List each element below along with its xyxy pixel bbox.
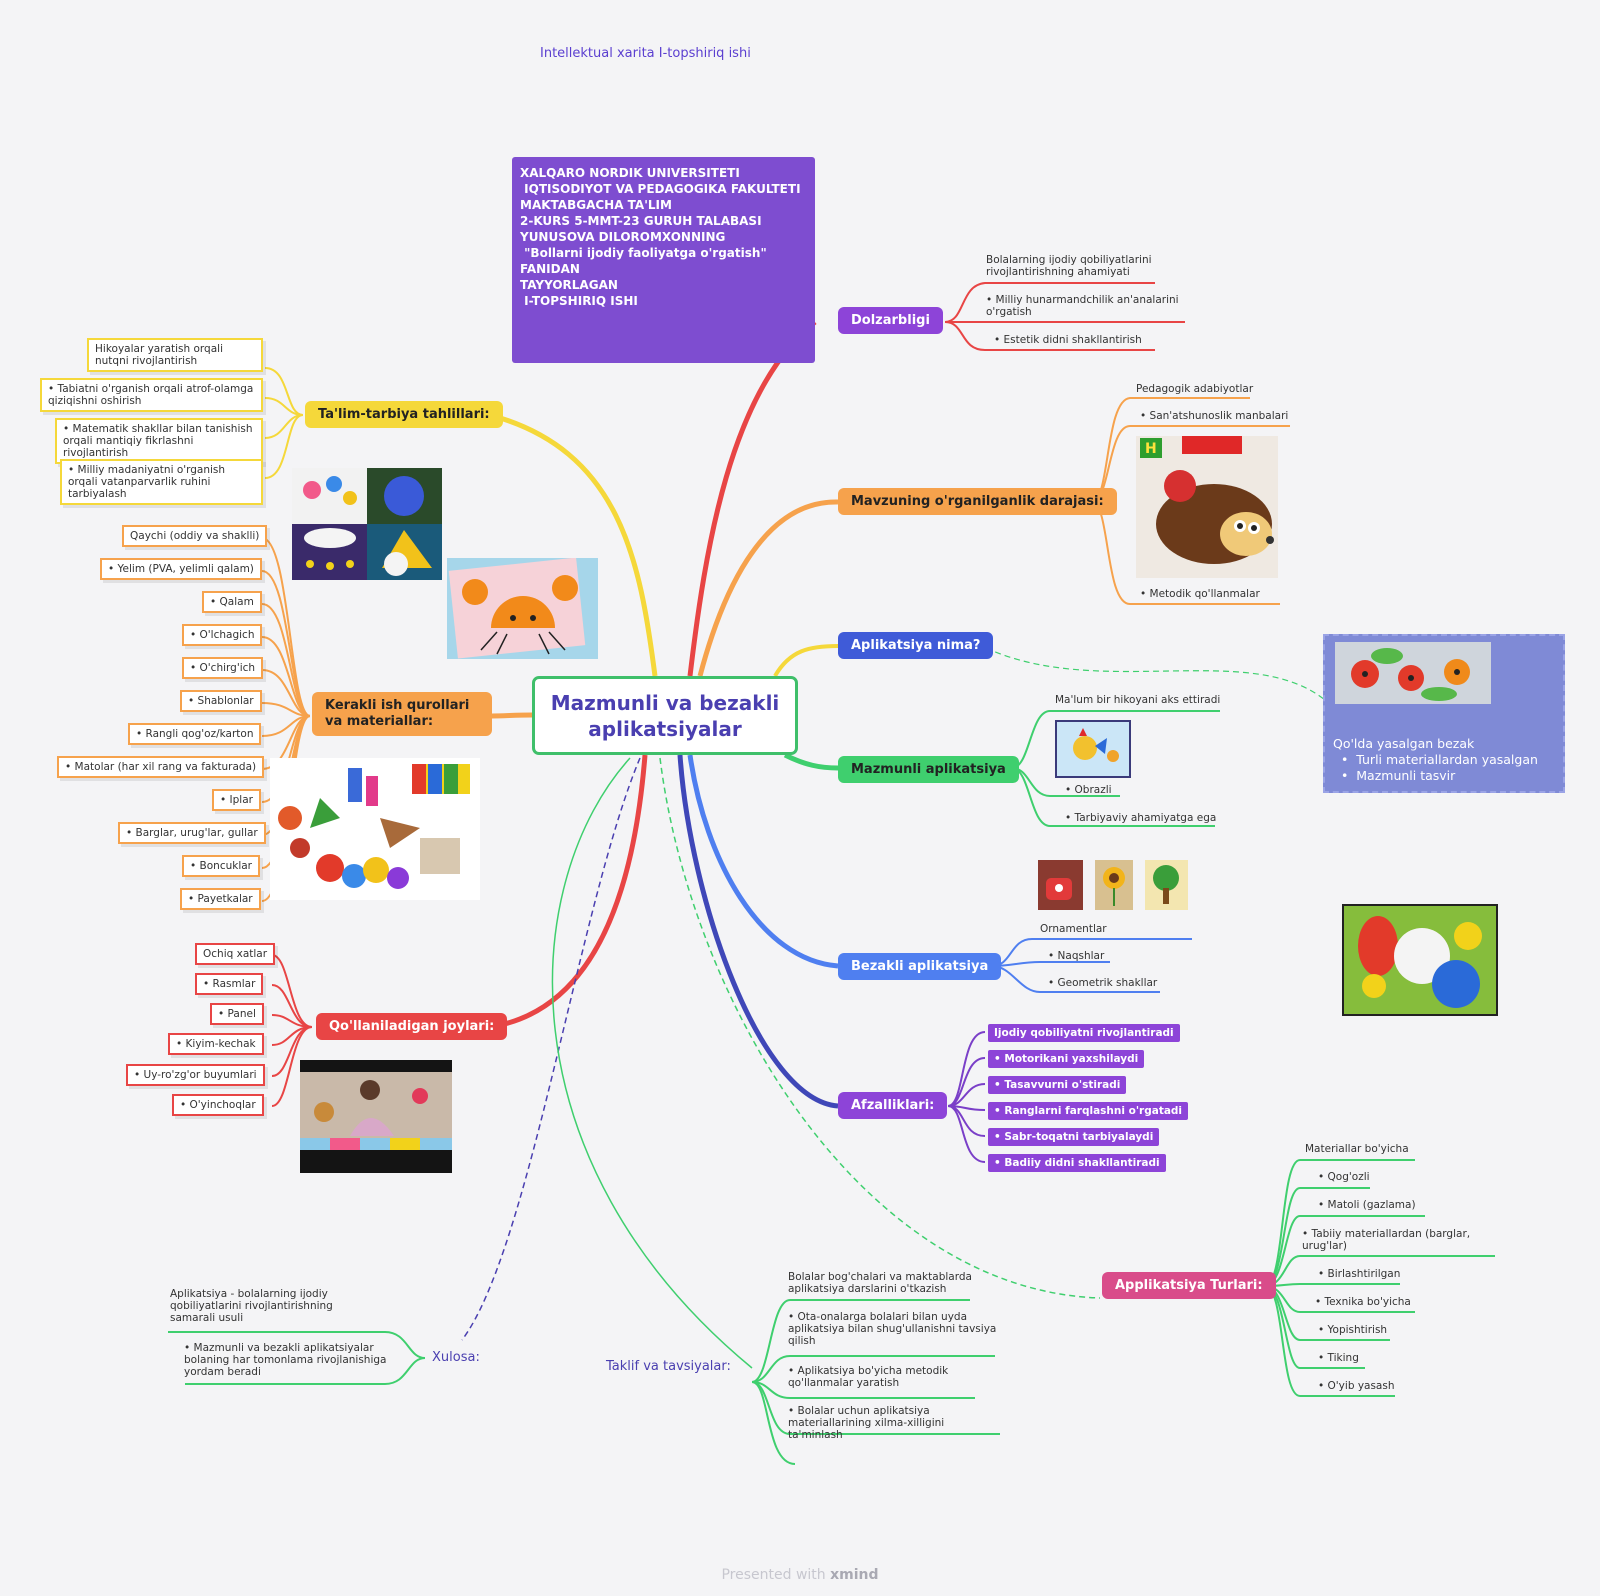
- callout-line: • Mazmunli tasvir: [1333, 768, 1456, 783]
- bezakli-item: • Naqshlar: [1048, 950, 1105, 962]
- chicks-craft-image[interactable]: [1342, 904, 1498, 1016]
- dolzarbligi-item: • Estetik didni shakllantirish: [994, 334, 1142, 346]
- talim-item: • Tabiatni o'rganish orqali atrof-olamga…: [40, 378, 263, 412]
- turlari-item: • Qog'ozli: [1318, 1171, 1370, 1183]
- talim-item: Hikoyalar yaratish orqali nutqni rivojla…: [87, 338, 263, 372]
- joylari-item: • Uy-ro'zg'or buyumlari: [126, 1064, 265, 1086]
- topic-applikatsiya-turlari[interactable]: Applikatsiya Turlari:: [1102, 1272, 1276, 1299]
- taklif-item: • Aplikatsiya bo'yicha metodik qo'llanma…: [788, 1365, 949, 1389]
- materials-photo-image[interactable]: [270, 758, 480, 900]
- university-info-box[interactable]: XALQARO NORDIK UNIVERSITETI IQTISODIYOT …: [512, 157, 815, 363]
- kerakli-item: • Barglar, urug'lar, gullar: [118, 822, 266, 844]
- video-thumbnail-image[interactable]: [300, 1060, 452, 1173]
- mavzu-item: • Metodik qo'llanmalar: [1140, 588, 1260, 600]
- footer-credit: Presented with xmind: [721, 1567, 879, 1583]
- joylari-item: Ochiq xatlar: [195, 943, 276, 965]
- turlari-item: • O'yib yasash: [1318, 1380, 1395, 1392]
- topic-xulosa[interactable]: Xulosa:: [432, 1350, 480, 1365]
- topic-taklif-va-tavsiyalar[interactable]: Taklif va tavsiyalar:: [606, 1359, 731, 1374]
- joylari-item: • O'yinchoqlar: [172, 1094, 264, 1116]
- callout-line: • Turli materiallardan yasalgan: [1333, 752, 1538, 767]
- afzallik-item: Ijodiy qobiliyatni rivojlantiradi: [988, 1024, 1180, 1042]
- joylari-item: • Rasmlar: [195, 973, 264, 995]
- talim-item: • Matematik shakllar bilan tanishish orq…: [55, 418, 263, 464]
- mavzu-item: • San'atshunoslik manbalari: [1140, 410, 1289, 422]
- topic-talim-tarbiya[interactable]: Ta'lim-tarbiya tahlillari:: [305, 401, 503, 428]
- taklif-item: • Ota-onalarga bolalari bilan uyda aplik…: [788, 1311, 997, 1347]
- bezakli-item: Ornamentlar: [1040, 923, 1107, 935]
- kerakli-item: • Boncuklar: [182, 855, 260, 877]
- afzallik-item: • Tasavvurni o'stiradi: [988, 1076, 1127, 1094]
- kerakli-item: • Yelim (PVA, yelimli qalam): [100, 558, 262, 580]
- afzallik-item: • Ranglarni farqlashni o'rgatadi: [988, 1102, 1189, 1120]
- svg-text:H: H: [1145, 441, 1157, 457]
- ladybug-craft-image: [1335, 642, 1491, 704]
- hedgehog-craft-image[interactable]: H: [1136, 436, 1278, 578]
- turlari-item: • Tiking: [1318, 1352, 1359, 1364]
- kerakli-item: • Matolar (har xil rang va fakturada): [57, 756, 265, 778]
- afzallik-item: • Motorikani yaxshilaydi: [988, 1050, 1145, 1068]
- turlari-item: • Birlashtirilgan: [1318, 1268, 1401, 1280]
- mazmunli-item: • Tarbiyaviy ahamiyatga ega: [1065, 812, 1217, 824]
- mazmunli-item: Ma'lum bir hikoyani aks ettiradi: [1055, 694, 1221, 706]
- dolzarbligi-item: • Milliy hunarmandchilik an'analarini o'…: [986, 294, 1179, 318]
- topic-aplikatsiya-nima[interactable]: Aplikatsiya nima?: [838, 632, 994, 659]
- xulosa-item: • Mazmunli va bezakli aplikatsiyalar bol…: [184, 1342, 387, 1378]
- kerakli-item: • O'chirg'ich: [182, 657, 264, 679]
- taklif-item: Bolalar bog'chalari va maktablarda aplik…: [788, 1271, 972, 1295]
- mavzu-item: Pedagogik adabiyotlar: [1136, 383, 1254, 395]
- topic-kerakli-materiallar[interactable]: Kerakli ish qurollari va materiallar:: [312, 692, 492, 736]
- taklif-item: • Bolalar uchun aplikatsiya materiallari…: [788, 1405, 945, 1441]
- flowers-collage-image[interactable]: [292, 468, 442, 580]
- topic-bezakli-aplikatsiya[interactable]: Bezakli aplikatsiya: [838, 953, 1002, 980]
- bezakli-item: • Geometrik shakllar: [1048, 977, 1158, 989]
- ornament-image-tree[interactable]: [1145, 860, 1188, 910]
- turlari-item: • Texnika bo'yicha: [1315, 1296, 1411, 1308]
- topic-mavzu-darajasi[interactable]: Mavzuning o'rganilganlik darajasi:: [838, 488, 1117, 515]
- dolzarbligi-item: Bolalarning ijodiy qobiliyatlarini rivoj…: [986, 254, 1152, 278]
- kerakli-item: Qaychi (oddiy va shaklli): [122, 525, 268, 547]
- talim-item: • Milliy madaniyatni o'rganish orqali va…: [60, 459, 263, 505]
- afzallik-item: • Sabr-toqatni tarbiyalaydi: [988, 1128, 1160, 1146]
- topic-mazmunli-aplikatsiya[interactable]: Mazmunli aplikatsiya: [838, 756, 1019, 783]
- joylari-item: • Kiyim-kechak: [168, 1033, 264, 1055]
- kerakli-item: • Qalam: [202, 591, 262, 613]
- turlari-item: Materiallar bo'yicha: [1305, 1143, 1409, 1155]
- turlari-item: • Yopishtirish: [1318, 1324, 1388, 1336]
- topic-afzalliklari[interactable]: Afzalliklari:: [838, 1092, 948, 1119]
- topic-qollaniladigan-joylari[interactable]: Qo'llaniladigan joylari:: [316, 1013, 508, 1040]
- xulosa-item: Aplikatsiya - bolalarning ijodiy qobiliy…: [170, 1288, 333, 1324]
- topic-dolzarbligi[interactable]: Dolzarbligi: [838, 307, 943, 334]
- afzallik-item: • Badiiy didni shakllantiradi: [988, 1154, 1166, 1172]
- crayfish-craft-image[interactable]: [447, 558, 598, 659]
- callout-line: Qo'lda yasalgan bezak: [1333, 736, 1475, 751]
- ornament-image-sunflower[interactable]: [1095, 860, 1133, 910]
- document-title: Intellektual xarita I-topshiriq ishi: [540, 46, 751, 61]
- kerakli-item: • Payetkalar: [180, 888, 261, 910]
- kerakli-item: • Iplar: [212, 789, 261, 811]
- xmind-brand: xmind: [830, 1567, 879, 1583]
- mazmunli-item: • Obrazli: [1065, 784, 1112, 796]
- rooster-image[interactable]: [1055, 720, 1131, 778]
- ornament-image-cup[interactable]: [1038, 860, 1083, 910]
- kerakli-item: • O'lchagich: [182, 624, 263, 646]
- kerakli-item: • Rangli qog'oz/karton: [128, 723, 262, 745]
- joylari-item: • Panel: [210, 1003, 264, 1025]
- turlari-item: • Tabiiy materiallardan (barglar, urug'l…: [1302, 1228, 1471, 1252]
- turlari-item: • Matoli (gazlama): [1318, 1199, 1416, 1211]
- aplikatsiya-definition-callout[interactable]: Qo'lda yasalgan bezak • Turli materialla…: [1323, 634, 1565, 793]
- kerakli-item: • Shablonlar: [180, 690, 262, 712]
